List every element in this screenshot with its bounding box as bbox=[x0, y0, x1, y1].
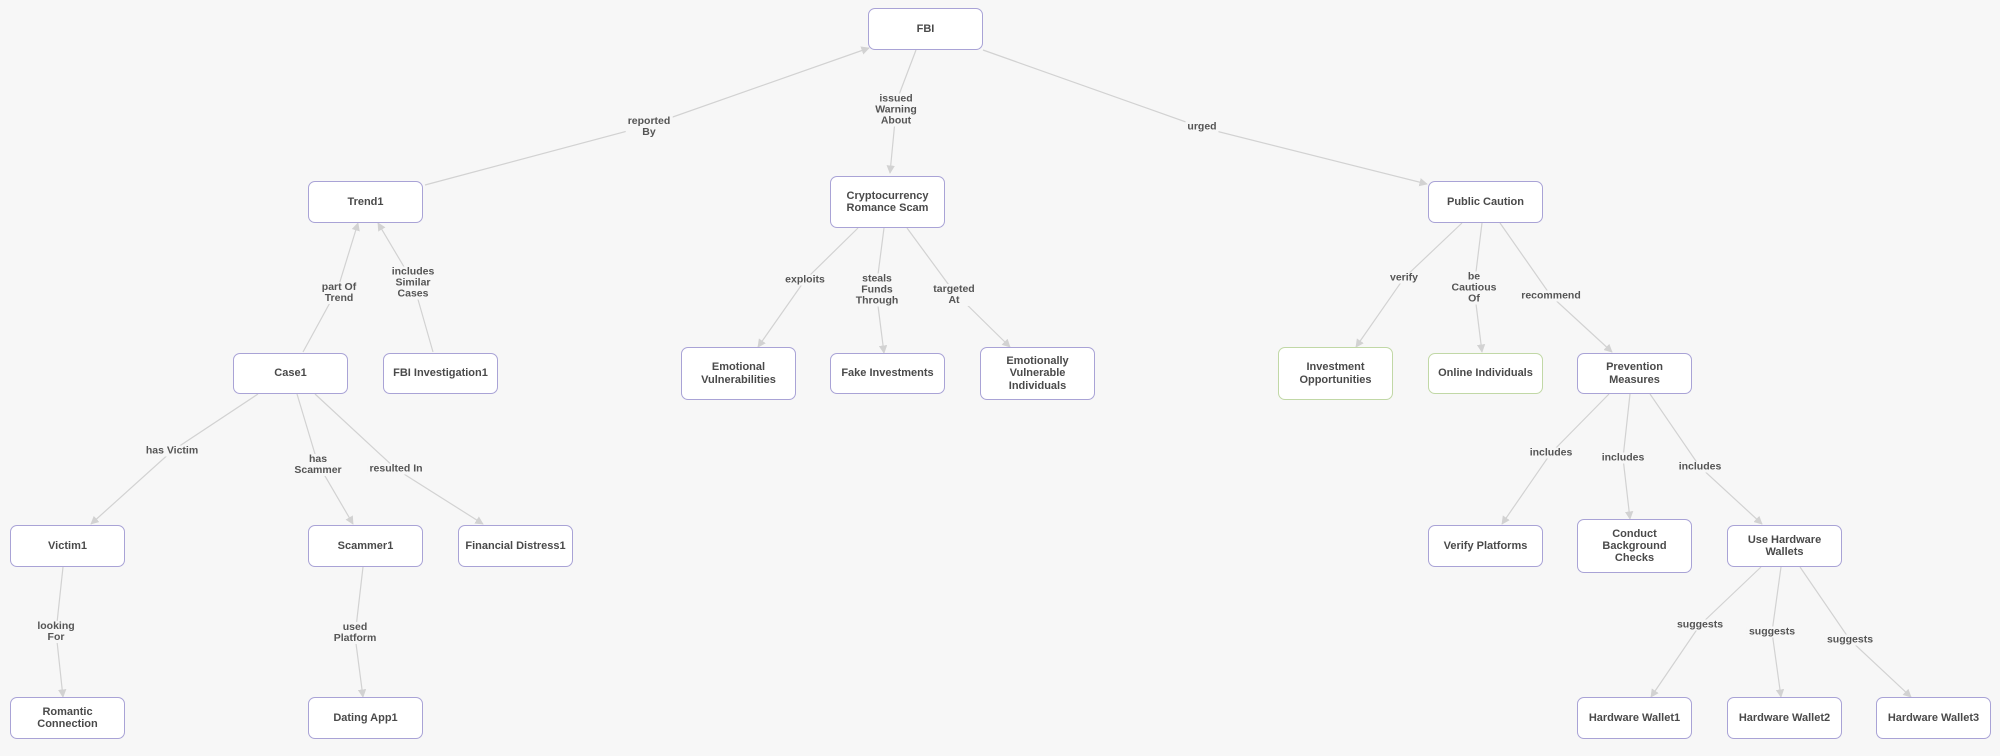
node-label: Public Caution bbox=[1447, 195, 1524, 208]
node-hardware-wallet1[interactable]: Hardware Wallet1 bbox=[1577, 697, 1692, 739]
edge-label-part-of-trend: part Of Trend bbox=[319, 280, 359, 305]
edge-has-victim bbox=[90, 393, 259, 525]
edge-label-recommend: recommend bbox=[1519, 289, 1583, 302]
node-online-individuals[interactable]: Online Individuals bbox=[1428, 353, 1543, 394]
node-label: Victim1 bbox=[48, 539, 87, 552]
edge-label-looking-for: looking For bbox=[35, 619, 77, 644]
node-trend1[interactable]: Trend1 bbox=[308, 181, 423, 223]
node-financial-distress1[interactable]: Financial Distress1 bbox=[458, 525, 573, 567]
node-verify-platforms[interactable]: Verify Platforms bbox=[1428, 525, 1543, 567]
edge-label-verify: verify bbox=[1387, 271, 1421, 284]
edge-label-steals-funds-through: steals Funds Through bbox=[853, 272, 901, 307]
node-label: Dating App1 bbox=[333, 711, 398, 724]
edge-includes-3 bbox=[1649, 393, 1763, 525]
node-label: Hardware Wallet3 bbox=[1887, 711, 1980, 724]
node-label: Fake Investments bbox=[841, 367, 934, 380]
node-dating-app1[interactable]: Dating App1 bbox=[308, 697, 423, 739]
edge-label-includes-similar-cases: includes Similar Cases bbox=[389, 265, 437, 300]
node-hardware-wallet2[interactable]: Hardware Wallet2 bbox=[1727, 697, 1842, 739]
node-fbi-investigation1[interactable]: FBI Investigation1 bbox=[383, 353, 498, 394]
node-hardware-wallet3[interactable]: Hardware Wallet3 bbox=[1876, 697, 1991, 739]
edge-label-suggests-1: suggests bbox=[1674, 618, 1726, 631]
node-label: Online Individuals bbox=[1438, 367, 1533, 380]
node-label: Romantic Connection bbox=[37, 705, 98, 730]
node-label: FBI bbox=[916, 22, 935, 35]
edge-suggests-1 bbox=[1650, 566, 1762, 698]
edge-label-suggests-3: suggests bbox=[1824, 633, 1876, 646]
edge-label-has-scammer: has Scammer bbox=[292, 452, 344, 477]
node-label: Investment Opportunities bbox=[1299, 361, 1372, 386]
node-romantic-connection[interactable]: Romantic Connection bbox=[10, 697, 125, 739]
node-label: Verify Platforms bbox=[1443, 539, 1528, 552]
node-emotionally-vulnerable-individuals[interactable]: Emotionally Vulnerable Individuals bbox=[980, 347, 1095, 400]
edge-label-includes-1: includes bbox=[1527, 446, 1575, 459]
node-public-caution[interactable]: Public Caution bbox=[1428, 181, 1543, 223]
edge-label-has-victim: has Victim bbox=[143, 444, 201, 457]
edge-label-resulted-in: resulted In bbox=[367, 462, 425, 475]
edge-recommend bbox=[1499, 222, 1613, 353]
edge-suggests-3 bbox=[1799, 566, 1912, 698]
node-victim1[interactable]: Victim1 bbox=[10, 525, 125, 567]
node-cryptocurrency-romance-scam[interactable]: Cryptocurrency Romance Scam bbox=[830, 176, 945, 228]
node-label: Financial Distress1 bbox=[465, 539, 566, 552]
node-use-hardware-wallets[interactable]: Use Hardware Wallets bbox=[1727, 525, 1842, 567]
edge-label-be-cautious-of: be Cautious Of bbox=[1449, 270, 1499, 305]
node-label: Cryptocurrency Romance Scam bbox=[846, 189, 929, 214]
edge-label-suggests-2: suggests bbox=[1746, 625, 1798, 638]
node-emotional-vulnerabilities[interactable]: Emotional Vulnerabilities bbox=[681, 347, 796, 400]
edge-label-exploits: exploits bbox=[783, 273, 827, 286]
edge-label-used-platform: used Platform bbox=[331, 620, 379, 645]
node-label: Use Hardware Wallets bbox=[1747, 533, 1822, 558]
edge-verify bbox=[1355, 222, 1463, 348]
node-prevention-measures[interactable]: Prevention Measures bbox=[1577, 353, 1692, 394]
node-label: FBI Investigation1 bbox=[393, 367, 488, 380]
node-fake-investments[interactable]: Fake Investments bbox=[830, 353, 945, 394]
node-fbi[interactable]: FBI bbox=[868, 8, 983, 50]
node-scammer1[interactable]: Scammer1 bbox=[308, 525, 423, 567]
node-label: Case1 bbox=[274, 367, 307, 380]
edge-label-includes-2: includes bbox=[1599, 451, 1647, 464]
node-label: Trend1 bbox=[347, 195, 384, 208]
node-label: Prevention Measures bbox=[1606, 361, 1663, 386]
node-investment-opportunities[interactable]: Investment Opportunities bbox=[1278, 347, 1393, 400]
edge-label-issued-warning-about: issued Warning About bbox=[873, 92, 919, 127]
node-label: Scammer1 bbox=[337, 539, 394, 552]
edge-label-urged: urged bbox=[1185, 120, 1219, 133]
edge-label-targeted-at: targeted At bbox=[931, 282, 977, 307]
node-label: Hardware Wallet1 bbox=[1588, 711, 1681, 724]
node-case1[interactable]: Case1 bbox=[233, 353, 348, 394]
edge-includes-1 bbox=[1501, 393, 1610, 525]
edge-urged bbox=[982, 49, 1428, 187]
node-label: Hardware Wallet2 bbox=[1738, 711, 1831, 724]
node-conduct-background-checks[interactable]: Conduct Background Checks bbox=[1577, 519, 1692, 573]
node-label: Conduct Background Checks bbox=[1602, 527, 1667, 565]
edge-exploits bbox=[757, 227, 859, 348]
edge-label-reported-by: reported By bbox=[625, 114, 673, 139]
node-label: Emotional Vulnerabilities bbox=[701, 361, 776, 386]
edge-label-includes-3: includes bbox=[1676, 460, 1724, 473]
node-label: Emotionally Vulnerable Individuals bbox=[1006, 355, 1069, 392]
